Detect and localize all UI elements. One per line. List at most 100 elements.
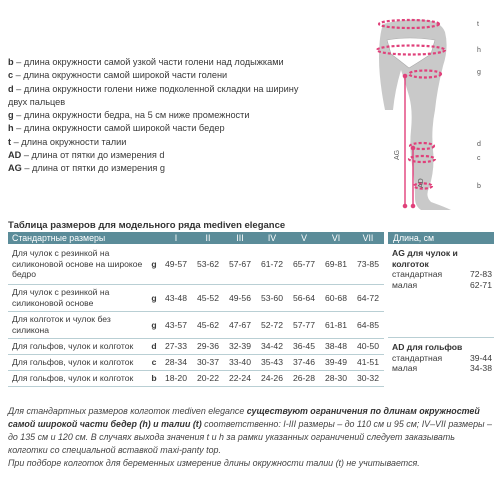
length-item-value: 62-71 [470, 279, 492, 290]
cell: 33-40 [224, 354, 256, 371]
leg-illustration: t h g d c b AG AD [375, 18, 481, 210]
cell: 64-72 [352, 284, 384, 312]
cell: 22-24 [224, 370, 256, 387]
ring-t [377, 18, 441, 30]
row-name: Для гольфов, чулок и колготок [8, 370, 148, 387]
ring-b [412, 182, 434, 190]
table-row: Для колготок и чулок без силикона g 43-5… [8, 311, 384, 339]
cell: 26-28 [288, 370, 320, 387]
cell: 41-51 [352, 354, 384, 371]
row-name: Для гольфов, чулок и колготок [8, 338, 148, 355]
cell: 38-48 [320, 338, 352, 355]
row-name: Для колготок и чулок без силикона [8, 311, 148, 339]
cell: 28-30 [320, 370, 352, 387]
ring-c [407, 154, 437, 164]
legend-item-h: h – длина окружности самой широкой части… [8, 123, 225, 134]
row-measure: g [148, 311, 160, 339]
header-measure [148, 232, 160, 244]
row-measure: g [148, 244, 160, 285]
cell: 29-36 [192, 338, 224, 355]
header-size-3: III [224, 232, 256, 244]
cell: 43-57 [160, 311, 192, 339]
label-ad: AD [418, 178, 425, 188]
size-table-title: Таблица размеров для модельного ряда med… [8, 220, 286, 231]
legend-item-g: g – длина окружности бедра, на 5 см ниже… [8, 110, 250, 121]
length-item: малая 62-71 [392, 280, 492, 291]
row-name: Для чулок с резинкой на силиконовой осно… [8, 244, 148, 285]
label-ag: AG [394, 150, 401, 160]
row-name: Для гольфов, чулок и колготок [8, 354, 148, 371]
length-item-label: малая [392, 363, 418, 373]
cell: 61-81 [320, 311, 352, 339]
length-item-label: стандартная [392, 352, 443, 363]
length-panel: Длина, см AG для чулок и колготок станда… [388, 232, 494, 396]
cell: 24-26 [256, 370, 288, 387]
header-size-4: IV [256, 232, 288, 244]
cell: 30-32 [352, 370, 384, 387]
header-size-5: V [288, 232, 320, 244]
cell: 73-85 [352, 244, 384, 285]
header-size-6: VI [320, 232, 352, 244]
cell: 69-81 [320, 244, 352, 285]
cell: 28-34 [160, 354, 192, 371]
cell: 43-48 [160, 284, 192, 312]
legend-item-ad: AD – длина от пятки до измерения d [8, 150, 165, 161]
size-table-header: Стандартные размеры I II III IV V VI VII [8, 232, 384, 244]
cell: 36-45 [288, 338, 320, 355]
legend-item-d: d – длина окружности голени ниже подколе… [8, 83, 299, 107]
table-row: Для чулок с резинкой на силиконовой осно… [8, 284, 384, 312]
label-t: t [477, 21, 479, 28]
cell: 49-56 [224, 284, 256, 312]
length-item-label: малая [392, 279, 418, 290]
cell: 27-33 [160, 338, 192, 355]
header-size-7: VII [352, 232, 384, 244]
cell: 49-57 [160, 244, 192, 285]
cell: 32-39 [224, 338, 256, 355]
ring-d [408, 141, 436, 151]
label-g: g [477, 69, 481, 76]
length-item-value: 34-38 [470, 363, 492, 373]
row-measure: b [148, 370, 160, 387]
label-h: h [477, 47, 481, 54]
cell: 39-49 [320, 354, 352, 371]
length-item: стандартная 39-44 [392, 353, 492, 364]
footnote-restrictions: Для стандартных размеров колготок medive… [8, 406, 492, 456]
table-row: Для гольфов, чулок и колготок c 28-34 30… [8, 354, 384, 371]
size-table: Стандартные размеры I II III IV V VI VII… [8, 232, 384, 387]
label-d: d [477, 141, 481, 148]
cell: 35-43 [256, 354, 288, 371]
cell: 20-22 [192, 370, 224, 387]
length-item-value: 39-44 [470, 352, 492, 363]
length-group-ag: AG для чулок и колготок стандартная 72-8… [388, 244, 494, 338]
cell: 57-67 [224, 244, 256, 285]
length-item-label: стандартная [392, 269, 443, 279]
leg-measurement-figure: t h g d c b AG AD [365, 10, 495, 215]
cell: 18-20 [160, 370, 192, 387]
cell: 30-37 [192, 354, 224, 371]
cell: 52-72 [256, 311, 288, 339]
cell: 45-52 [192, 284, 224, 312]
length-group-ad: AD для гольфов стандартная 39-44 малая 3… [388, 338, 494, 396]
row-measure: d [148, 338, 160, 355]
cell: 34-42 [256, 338, 288, 355]
length-header: Длина, см [388, 232, 494, 244]
cell: 45-62 [192, 311, 224, 339]
table-row: Для гольфов, чулок и колготок b 18-20 20… [8, 370, 384, 387]
table-row: Для чулок с резинкой на силиконовой осно… [8, 244, 384, 285]
row-name: Для чулок с резинкой на силиконовой осно… [8, 284, 148, 312]
cell: 53-60 [256, 284, 288, 312]
legend-item-c: c – длина окружности самой широкой части… [8, 70, 228, 81]
ring-g [407, 69, 443, 79]
cell: 65-77 [288, 244, 320, 285]
ring-h [375, 44, 447, 56]
header-standard-sizes: Стандартные размеры [8, 232, 148, 244]
measurement-legend: b – длина окружности самой узкой части г… [8, 56, 308, 176]
length-group-title: AD для гольфов [392, 342, 463, 352]
length-group-title: AG для чулок и колготок [392, 248, 458, 269]
cell: 56-64 [288, 284, 320, 312]
legend-item-ag: AG – длина от пятки до измерения g [8, 163, 165, 174]
header-size-1: I [160, 232, 192, 244]
row-measure: c [148, 354, 160, 371]
header-size-2: II [192, 232, 224, 244]
cell: 64-85 [352, 311, 384, 339]
